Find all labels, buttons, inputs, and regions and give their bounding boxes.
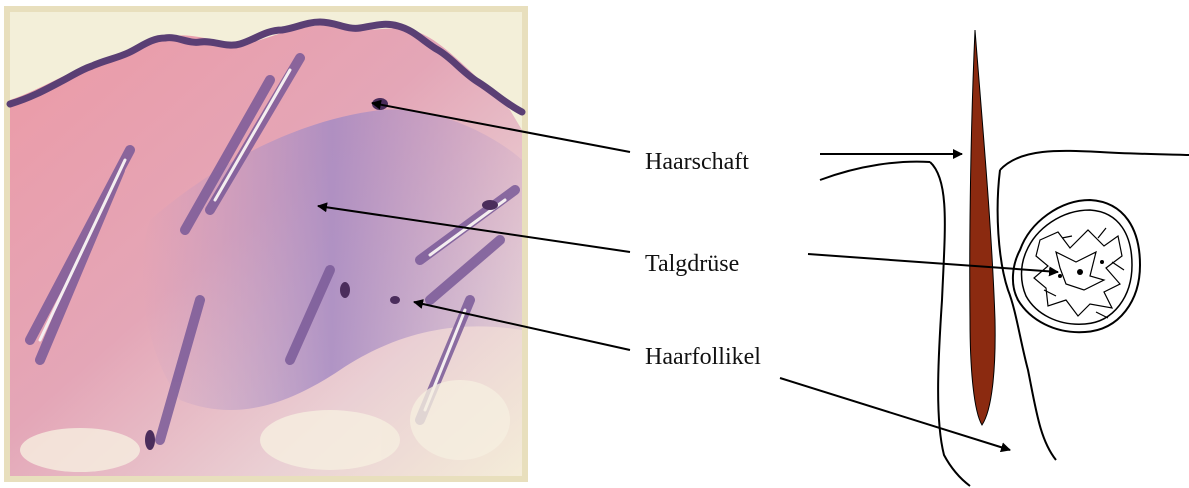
hair-shaft-shape [970, 30, 995, 425]
label-hair-follicle: Haarfollikel [645, 345, 761, 369]
skin-surface-left [820, 162, 930, 180]
sebaceous-gland [1013, 200, 1140, 332]
follicle-outline [930, 162, 970, 486]
arrow-gland-to-schematic [808, 254, 1058, 272]
label-hair-shaft: Haarschaft [645, 150, 749, 174]
label-sebaceous-gland: Talgdrüse [645, 252, 739, 276]
histology-image [4, 6, 528, 482]
skin-surface-right [1000, 151, 1189, 170]
